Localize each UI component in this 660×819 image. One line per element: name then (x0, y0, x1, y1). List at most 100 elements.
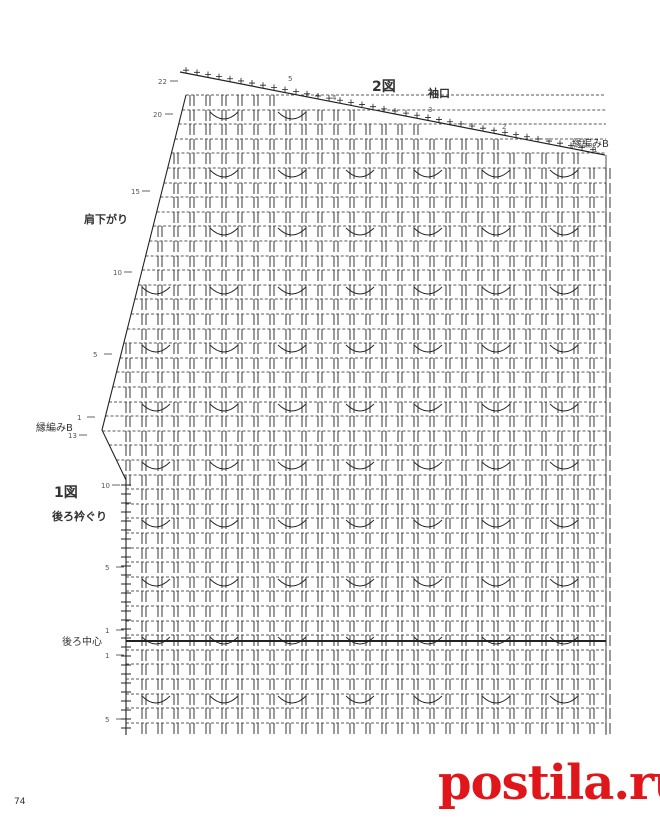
fan-arc (141, 695, 171, 704)
edge-cross (121, 652, 131, 660)
fan-arc (209, 227, 239, 236)
edge-cross (121, 553, 131, 561)
row-number-10b: 10 (101, 482, 110, 490)
fan-arc (209, 403, 239, 412)
edge-cross (121, 661, 131, 669)
edge-cross (513, 131, 519, 138)
edge-cross (458, 120, 464, 127)
fan-arc (277, 169, 307, 178)
fan-arc (345, 403, 375, 412)
edge-cross (392, 107, 398, 114)
top-count-5: 5 (288, 75, 293, 83)
edge-cross (557, 140, 563, 147)
fan-arc (549, 403, 579, 412)
edge-cross (121, 499, 131, 507)
edge-cross (425, 114, 431, 121)
edge-cross (121, 679, 131, 687)
edge-cross (121, 688, 131, 696)
edge-cross (121, 562, 131, 570)
fan-arc (481, 286, 511, 295)
edge-cross (227, 75, 233, 82)
fan-arc (549, 227, 579, 236)
fan-arc (413, 169, 443, 178)
fan-arc (549, 636, 579, 645)
back-center-label: 後ろ中心 (62, 637, 102, 648)
edge-cross (502, 129, 508, 136)
fan-arc (549, 169, 579, 178)
fan-arc (413, 578, 443, 587)
fan-arc (277, 344, 307, 353)
fan-arc (277, 227, 307, 236)
fan-arc (141, 461, 171, 470)
fan-arc (481, 519, 511, 528)
top-count-3: 3 (428, 106, 433, 114)
edge-cross (205, 71, 211, 78)
fan-arc (209, 519, 239, 528)
fan-arc (345, 344, 375, 353)
edge-cross (121, 535, 131, 543)
edge-cross (216, 73, 222, 80)
page-number: 74 (14, 797, 26, 807)
edge-cross (414, 112, 420, 119)
edge-cross (121, 544, 131, 552)
edge-cross (121, 616, 131, 624)
edge-cross (121, 724, 131, 732)
fan-arc (481, 169, 511, 178)
fan-arc (345, 286, 375, 295)
fan-arc (413, 636, 443, 645)
top-count-1: 1 (593, 146, 598, 154)
edge-cross (121, 481, 131, 489)
sleeve-cuff-label: 袖口 (428, 87, 450, 100)
fan-arc (345, 519, 375, 528)
edge-cross (469, 123, 475, 130)
fan-arc (209, 461, 239, 470)
edge-cross (121, 490, 131, 498)
edge-cross (447, 118, 453, 125)
edge-cross (293, 88, 299, 95)
edge-cross (370, 103, 376, 110)
edge-b-top-label: 縁編みB (572, 139, 609, 150)
fan-arc (549, 344, 579, 353)
edge-cross (579, 144, 585, 151)
fan-arc (345, 227, 375, 236)
fan-arc (481, 578, 511, 587)
fan-arc (209, 695, 239, 704)
row-number-15: 15 (131, 188, 140, 196)
edge-cross (524, 133, 530, 140)
edge-cross (121, 634, 131, 642)
fan-arc (209, 286, 239, 295)
fan-arc (277, 403, 307, 412)
fan-arc (345, 636, 375, 645)
edge-cross (121, 526, 131, 534)
fan-arc (549, 461, 579, 470)
fan-arc (141, 403, 171, 412)
edge-cross (304, 90, 310, 97)
edge-cross (359, 101, 365, 108)
fan-arc (277, 286, 307, 295)
edge-cross (121, 517, 131, 525)
fan-arc (481, 636, 511, 645)
shoulder-slope-label: 肩下がり (84, 213, 128, 226)
row-number-20: 20 (153, 111, 162, 119)
fan-arc (209, 169, 239, 178)
fan-arc (141, 519, 171, 528)
edge-cross (121, 625, 131, 633)
edge-b-left-label: 縁編みB (36, 423, 73, 434)
fan-arc (413, 519, 443, 528)
edge-cross (121, 706, 131, 714)
figure-2-label: 2図 (372, 79, 396, 95)
fan-arc (481, 403, 511, 412)
fan-arc (481, 461, 511, 470)
edge-cross (282, 86, 288, 93)
row-number-5a: 5 (93, 351, 98, 359)
fan-arc (141, 286, 171, 295)
row-number-22: 22 (158, 78, 167, 86)
back-neck-label: 後ろ衿ぐり (52, 510, 107, 523)
edge-cross (337, 97, 343, 104)
row-number-1c: 1 (105, 652, 110, 660)
fan-arc (277, 578, 307, 587)
edge-cross (568, 142, 574, 149)
fan-arc (345, 169, 375, 178)
row-number-1b: 1 (105, 627, 110, 635)
